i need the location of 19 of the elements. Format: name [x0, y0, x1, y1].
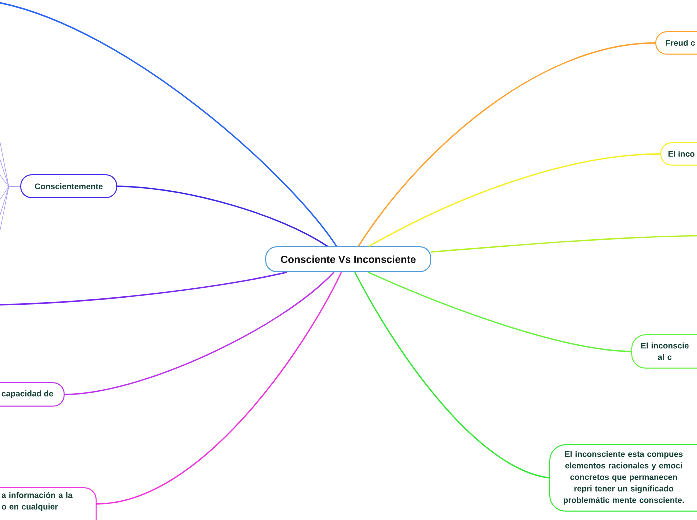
branch-line — [96, 272, 342, 505]
branch-line — [117, 186, 328, 248]
branch-box: El inco — [660, 142, 697, 166]
branch-line — [0, 272, 288, 306]
branch-line — [368, 272, 632, 352]
branch-box: Freud c — [656, 32, 697, 55]
topic-box: Consciente Vs Inconsciente — [266, 246, 432, 272]
branch-line — [354, 272, 550, 479]
branch-line — [0, 186, 21, 232]
branch-line — [431, 235, 697, 253]
branch-line — [64, 272, 335, 396]
branch-box: a información a la o en cualquier — [0, 488, 97, 520]
branch-box: Conscientemente — [20, 174, 118, 198]
branch-box: El inconscie al c — [632, 334, 697, 369]
branch-line — [369, 154, 662, 248]
branch-line — [358, 42, 656, 247]
branch-box: capacidad de — [0, 382, 65, 407]
branch-line — [0, 2, 338, 247]
branch-box: El inconsciente esta compues elementos racionales y emoci concretos que permanecen repri tener un significado problemátic mente consciente. — [550, 444, 697, 512]
